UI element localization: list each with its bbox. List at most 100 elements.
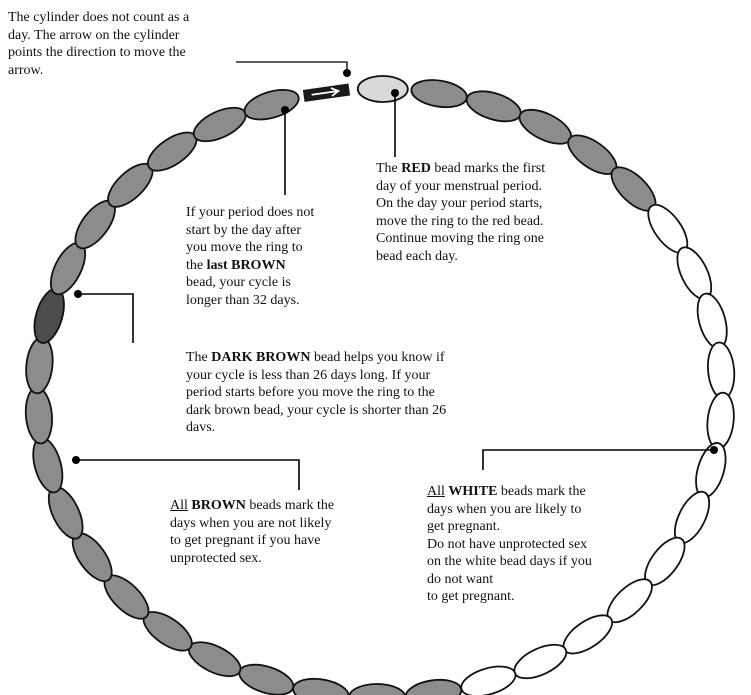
dark-brown-leader-dot xyxy=(74,290,82,298)
annotation-line: All WHITE beads mark the xyxy=(427,483,647,501)
cylinder-leader-line xyxy=(236,62,347,72)
brown-bead xyxy=(236,659,297,695)
annotation-line: days when you are not likely xyxy=(170,515,390,533)
text-run: unprotected sex. xyxy=(170,551,262,566)
brown-bead xyxy=(24,387,55,445)
text-run: days when you are likely to xyxy=(427,502,581,517)
annotation-line: on the white bead days if you xyxy=(427,553,647,571)
text-run: get pregnant. xyxy=(427,519,500,534)
text-run: beads mark the xyxy=(497,484,585,499)
last-brown-bead-annotation: If your period does not start by the day … xyxy=(186,204,376,309)
text-run: your cycle is less than 26 days long. If… xyxy=(186,368,430,383)
bold-text: last BROWN xyxy=(207,258,286,273)
annotation-line: day of your menstrual period. xyxy=(376,178,616,196)
bold-text: BROWN xyxy=(191,498,245,513)
annotation-line: day. The arrow on the cylinder xyxy=(8,27,248,45)
brown-bead xyxy=(28,435,68,496)
annotation-line: to get pregnant. xyxy=(427,588,647,606)
annotation-line: start by the day after xyxy=(186,222,376,240)
annotation-line: Do not have unprotected sex xyxy=(427,536,647,554)
white-bead xyxy=(458,661,519,695)
annotation-line: The DARK BROWN bead helps you know if xyxy=(186,349,516,367)
text-run: Continue moving the ring one xyxy=(376,231,544,246)
annotation-line: davs. xyxy=(186,419,516,437)
cylinder-annotation: The cylinder does not count as a day. The… xyxy=(8,9,248,79)
annotation-line: dark brown bead, your cycle is shorter t… xyxy=(186,402,516,420)
annotation-line: to get pregnant if you have xyxy=(170,532,390,550)
white-bead xyxy=(706,341,737,399)
brown-bead xyxy=(514,103,576,151)
bold-text: DARK BROWN xyxy=(211,350,310,365)
annotation-line: your cycle is less than 26 days long. If… xyxy=(186,367,516,385)
cylinder-bead xyxy=(303,84,350,102)
underlined-text: All xyxy=(170,498,188,513)
text-run: to get pregnant. xyxy=(427,589,514,604)
white-bead xyxy=(509,638,571,685)
brown-bead xyxy=(404,677,463,695)
annotation-line: The cylinder does not count as a xyxy=(8,9,248,27)
annotation-line: All BROWN beads mark the xyxy=(170,497,390,515)
annotation-line: The RED bead marks the first xyxy=(376,160,616,178)
text-run: longer than 32 days. xyxy=(186,293,300,308)
white-beads-leader-line xyxy=(483,450,714,470)
brown-beads-leader-line xyxy=(76,460,299,490)
annotation-line: unprotected sex. xyxy=(170,550,390,568)
dark-brown-leader-line xyxy=(78,294,133,343)
text-run: points the direction to move the xyxy=(8,45,186,60)
dark-brown-bead xyxy=(29,285,70,346)
text-run: davs. xyxy=(186,420,215,435)
text-run: dark brown bead, your cycle is shorter t… xyxy=(186,403,446,418)
text-run: On the day your period starts, xyxy=(376,196,542,211)
text-run: bead helps you know if xyxy=(310,350,444,365)
text-run: on the white bead days if you xyxy=(427,554,592,569)
white-bead xyxy=(692,290,732,351)
brown-beads-leader-dot xyxy=(72,456,80,464)
bold-text: WHITE xyxy=(448,484,497,499)
brown-bead xyxy=(349,684,405,695)
text-run: bead each day. xyxy=(376,249,458,264)
annotation-line: Continue moving the ring one xyxy=(376,230,616,248)
text-run: bead, your cycle is xyxy=(186,275,291,290)
annotation-line: get pregnant. xyxy=(427,518,647,536)
text-run: to get pregnant if you have xyxy=(170,533,320,548)
brown-bead xyxy=(189,101,251,148)
text-run: the xyxy=(186,258,207,273)
annotation-line: bead, your cycle is xyxy=(186,274,376,292)
annotation-line: On the day your period starts, xyxy=(376,195,616,213)
annotation-line: If your period does not xyxy=(186,204,376,222)
text-run: you move the ring to xyxy=(186,240,303,255)
text-run: If your period does not xyxy=(186,205,314,220)
text-run: start by the day after xyxy=(186,223,301,238)
text-run: period starts before you move the ring t… xyxy=(186,385,435,400)
annotation-line: you move the ring to xyxy=(186,239,376,257)
text-run: day of your menstrual period. xyxy=(376,179,542,194)
text-run: The cylinder does not count as a xyxy=(8,10,189,25)
text-run: The xyxy=(376,161,401,176)
text-run: The xyxy=(186,350,211,365)
brown-beads-annotation: All BROWN beads mark thedays when you ar… xyxy=(170,497,390,567)
annotation-line: arrow. xyxy=(8,62,248,80)
brown-bead xyxy=(184,635,246,683)
brown-bead xyxy=(409,76,468,110)
annotation-line: days when you are likely to xyxy=(427,501,647,519)
text-run: day. The arrow on the cylinder xyxy=(8,28,179,43)
text-run: Do not have unprotected sex xyxy=(427,537,587,552)
brown-bead xyxy=(241,84,302,125)
red-bead xyxy=(358,76,408,102)
annotation-line: the last BROWN xyxy=(186,257,376,275)
annotation-line: points the direction to move the xyxy=(8,44,248,62)
annotation-line: do not want xyxy=(427,571,647,589)
annotation-line: bead each day. xyxy=(376,248,616,266)
text-run: days when you are not likely xyxy=(170,516,331,531)
cylinder-leader-dot xyxy=(343,69,351,77)
underlined-text: All xyxy=(427,484,445,499)
brown-bead xyxy=(24,336,56,394)
brown-bead xyxy=(291,675,350,695)
white-beads-leader-dot xyxy=(710,446,718,454)
last-brown-leader-dot xyxy=(281,106,289,114)
red-bead-leader-dot xyxy=(391,89,399,97)
red-bead-annotation: The RED bead marks the firstday of your … xyxy=(376,160,616,265)
